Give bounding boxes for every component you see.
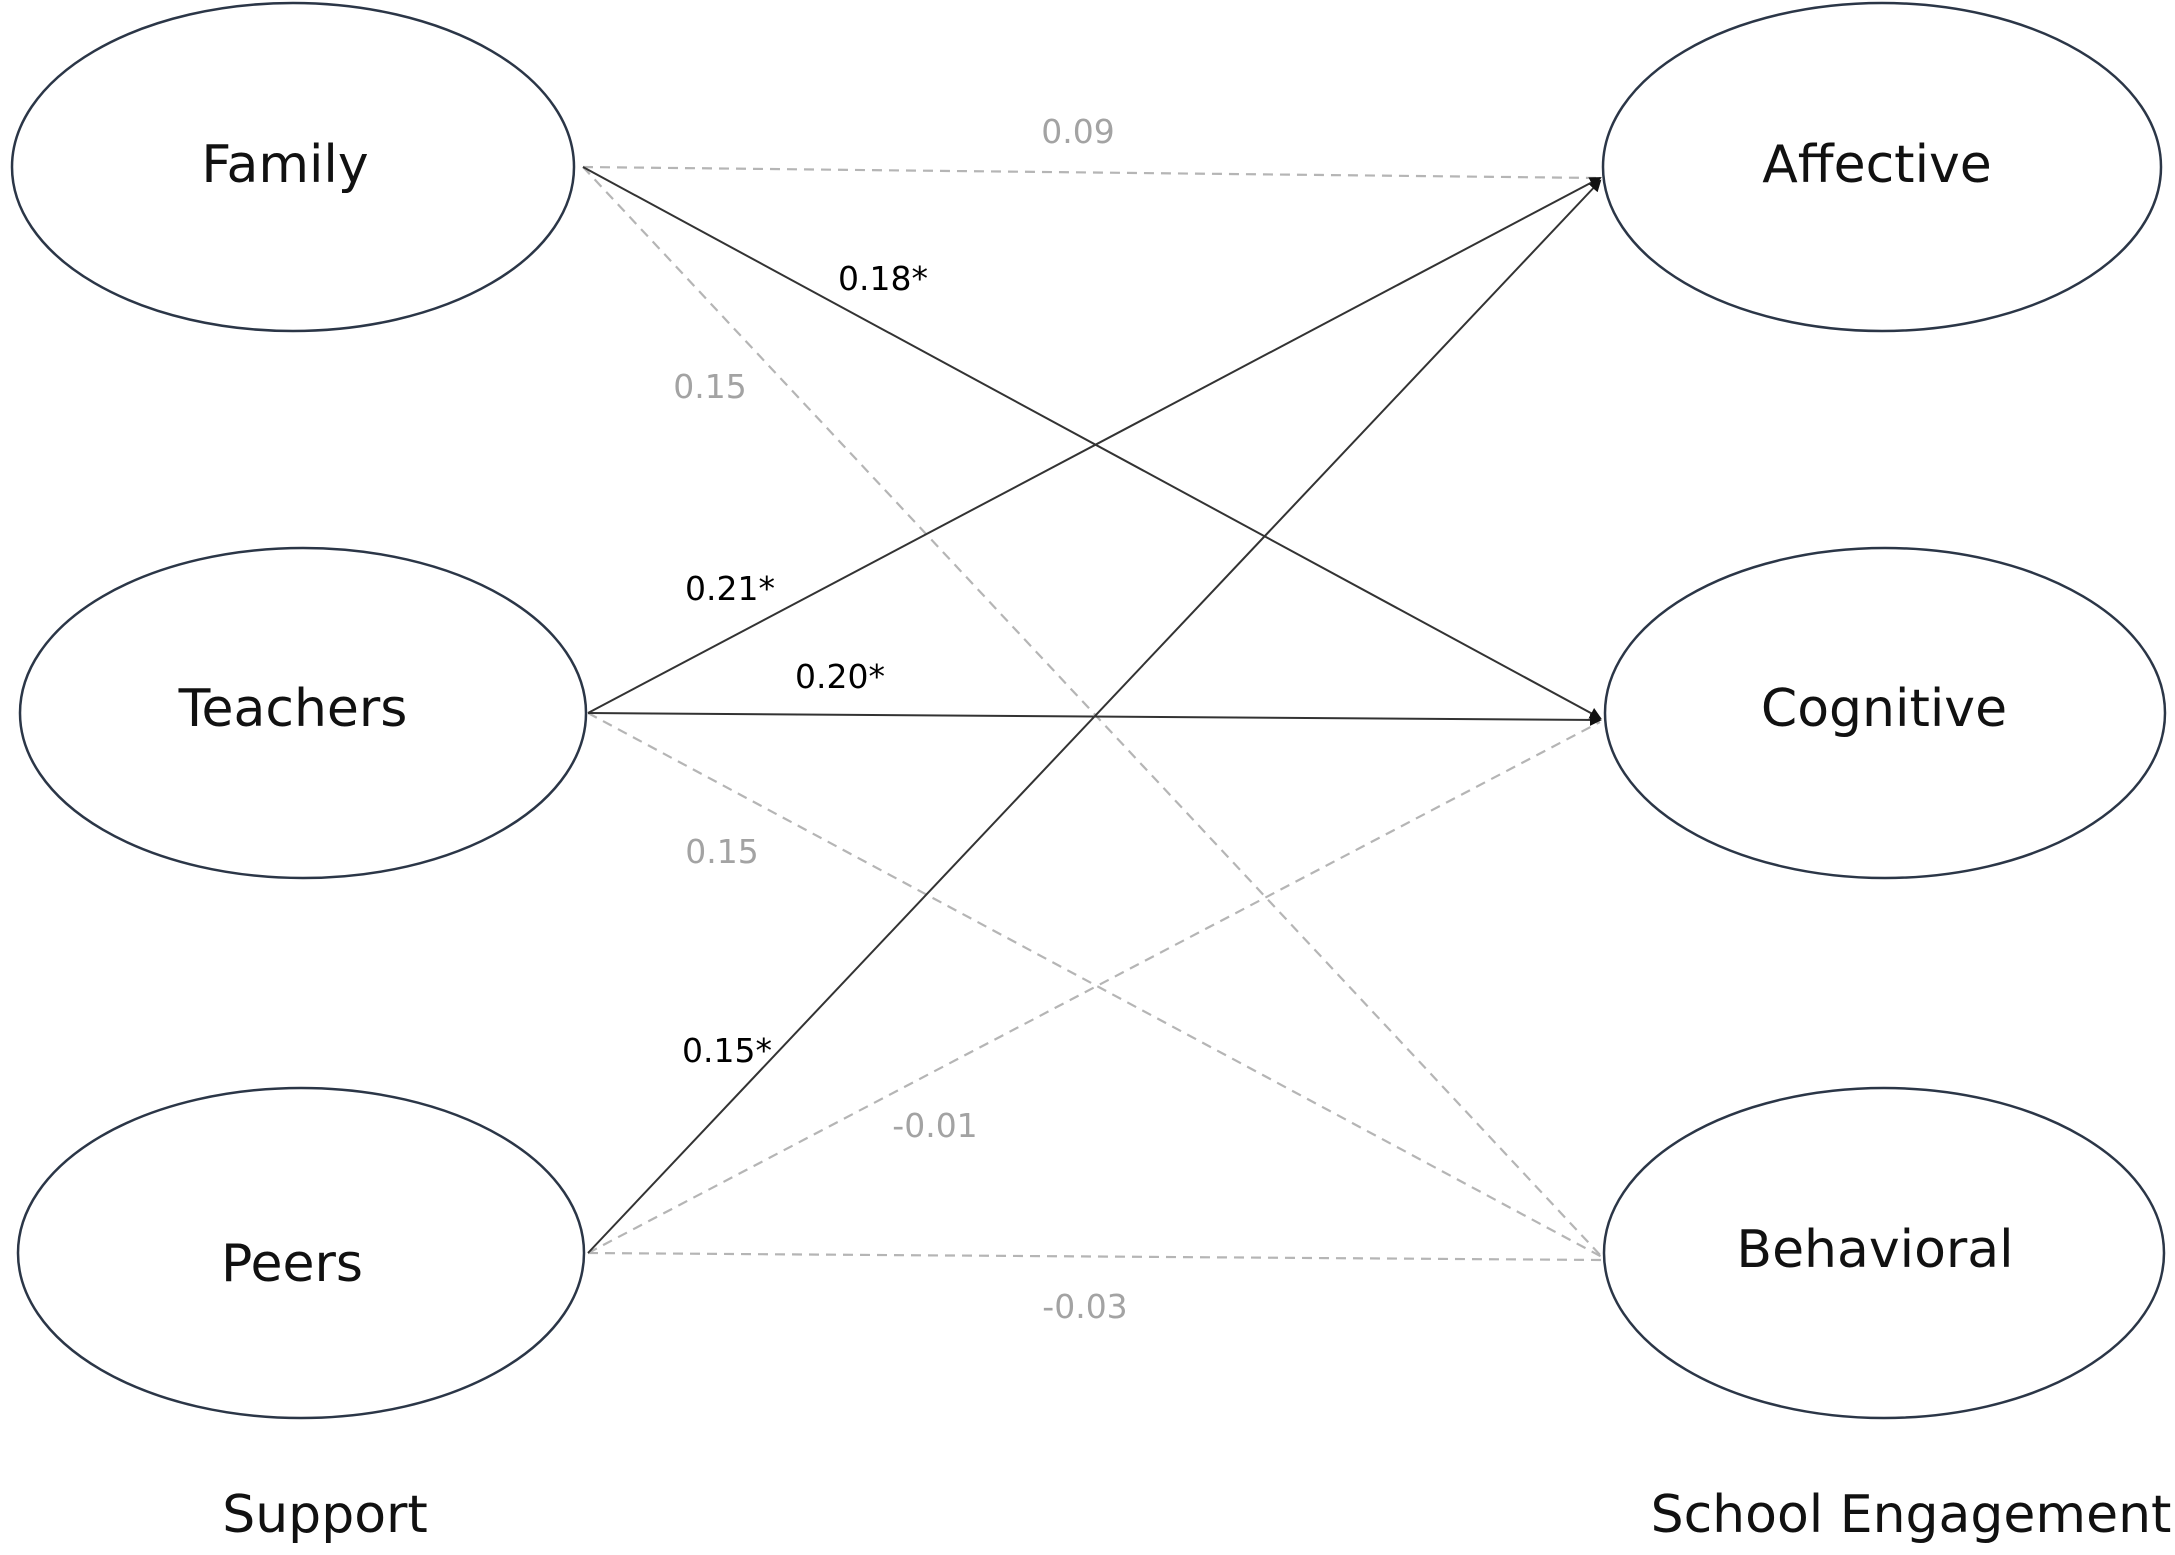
path-peers-cognitive [587,721,1601,1254]
node-peers-label: Peers [221,1234,363,1294]
coef-teachers-affective: 0.21* [685,569,775,608]
paths-layer [582,165,1603,1262]
node-behavioral-label: Behavioral [1736,1220,2013,1280]
node-family: Family [10,1,576,333]
path-peers-behavioral [587,1251,1603,1262]
coef-peers-affective: 0.15* [682,1031,772,1070]
coefficients-layer: 0.09 0.18* 0.15 0.21* 0.20* 0.15 0.15* -… [673,112,1127,1326]
coef-family-affective: 0.09 [1041,112,1114,151]
coef-teachers-behavioral: 0.15 [685,832,758,871]
coef-family-cognitive: 0.18* [838,259,928,298]
node-peers: Peers [16,1086,586,1420]
node-cognitive-label: Cognitive [1761,679,2007,739]
path-peers-affective [587,179,1602,1254]
group-label-support: Support [222,1485,428,1545]
path-family-cognitive [582,166,1602,719]
node-affective-label: Affective [1762,135,1992,195]
coef-family-behavioral: 0.15 [673,367,746,406]
node-cognitive: Cognitive [1603,546,2167,880]
node-teachers-label: Teachers [178,679,408,739]
node-affective: Affective [1601,1,2163,333]
path-teachers-behavioral [587,712,1603,1258]
path-family-behavioral [582,166,1603,1258]
node-teachers: Teachers [18,546,588,880]
coef-peers-behavioral: -0.03 [1042,1287,1127,1326]
node-behavioral: Behavioral [1602,1086,2166,1420]
group-label-engagement: School Engagement [1651,1485,2172,1545]
coef-peers-cognitive: -0.01 [892,1106,977,1145]
coef-teachers-cognitive: 0.20* [795,657,885,696]
node-family-label: Family [201,135,368,195]
path-family-affective [582,165,1601,180]
path-teachers-affective [587,177,1602,714]
